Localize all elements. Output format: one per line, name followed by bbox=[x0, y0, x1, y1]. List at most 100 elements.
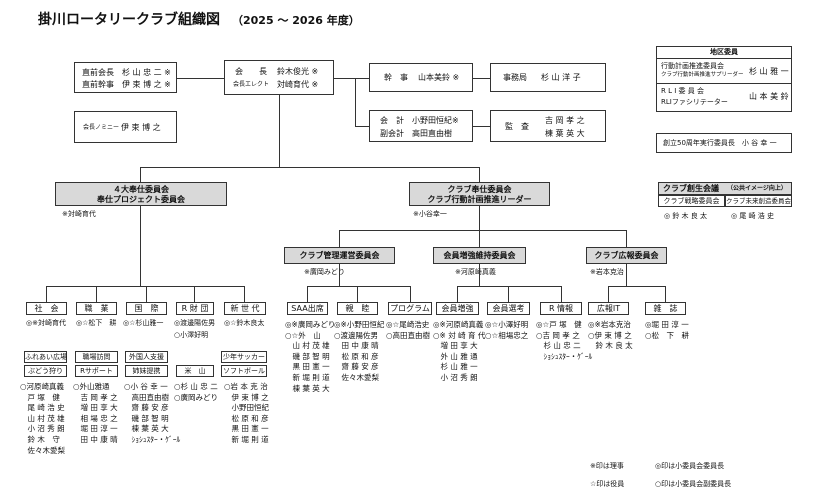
subcommittee-foundation: R 財 団 bbox=[176, 302, 214, 315]
president-elect-label: 会長エレクト bbox=[233, 81, 270, 88]
district-r1-role: 行動計画推進委員会 bbox=[661, 62, 724, 70]
foundation-members: ○杉 山 忠 二 ○廣岡みどり bbox=[174, 382, 219, 402]
anniversary-box: 創立50周年実行委員長 小 谷 幸 一 bbox=[656, 133, 792, 153]
president-name: 鈴木俊光 ※ bbox=[277, 67, 319, 76]
service-project-committee: ４大奉仕委員会 奉仕プロジェクト委員会 bbox=[55, 182, 227, 206]
founding-title: クラブ創生会議 bbox=[663, 184, 719, 193]
president-elect-name: 対崎育代 ※ bbox=[277, 80, 319, 89]
district-r2-name: 山 本 美 鈴 bbox=[749, 92, 789, 101]
r-info-members: ◎☆戸 塚 健 ○吉 岡 孝 之 杉 山 忠 二 ｼｮｼｭｽﾀｰ・ｹﾞｰﾙ bbox=[536, 320, 593, 361]
fellowship-members: ◎※小野田恒紀 ○渡邊陽佐男 田 中 康 晴 松 原 和 彦 齋 藤 安 彦 佐… bbox=[334, 320, 385, 382]
program-members: ◎☆尾崎浩史 ○高田直由樹 bbox=[386, 320, 431, 340]
nominee-box: 会長ノミニー 伊 束 博 之 bbox=[74, 111, 177, 143]
subcommittee-new-generation: 新 世 代 bbox=[224, 302, 266, 315]
strategy-committee: クラブ戦略委員会 bbox=[658, 195, 725, 207]
future-label: クラブ未来創造委員会 bbox=[726, 197, 791, 205]
mid-committee-1-chair: ※河原崎真義 bbox=[455, 268, 496, 276]
nominee-name: 伊 束 博 之 bbox=[121, 123, 161, 132]
club-service-line2: クラブ行動計画推進リーダー bbox=[427, 195, 532, 204]
subcommittee-vocational: 職 業 bbox=[76, 302, 117, 315]
foundation-tag-1: 米 山 bbox=[176, 365, 214, 377]
foundation-lead2: ○小澤好明 bbox=[174, 331, 209, 339]
social-tag-1: ふれあい広場 bbox=[24, 351, 67, 363]
social-lead: ◎※対崎育代 bbox=[26, 319, 66, 327]
membership-growth-members: ◎※河原崎真義 ○※ 対 崎 育 代 増 田 享 大 外 山 雅 通 杉 山 雅… bbox=[433, 320, 486, 382]
subcommittee-membership-growth: 会員増強 bbox=[436, 302, 479, 315]
mid-committee-1: 会員増強維持委員会 bbox=[443, 251, 516, 260]
vocational-members: ○外山雅通 吉 岡 孝 之 増 田 享 大 相 場 忠 之 堀 田 淳 一 田 … bbox=[73, 382, 118, 444]
new-generation-tag-1: 少年サッカー bbox=[221, 351, 267, 363]
district-header: 地区委員 bbox=[710, 48, 738, 56]
legend-vice-chair: ○印は小委員会副委員長 bbox=[655, 480, 732, 488]
subcommittee-r-info: R 情報 bbox=[540, 302, 582, 315]
legend-officer: ☆印は役員 bbox=[590, 480, 625, 488]
international-tag-2: 姉妹提携 bbox=[125, 365, 168, 377]
treasurer-box: 会 計 小野田恒紀※ 副会計 高田直由樹 bbox=[369, 110, 473, 142]
subcommittee-fellowship: 親 睦 bbox=[337, 302, 378, 315]
period-label: （2025 〜 2026 年度） bbox=[232, 14, 360, 27]
subcommittee-international: 国 際 bbox=[126, 302, 167, 315]
future-member: ◎ 尾 崎 浩 史 bbox=[731, 212, 775, 220]
subcommittee-pr-it: 広報IT bbox=[588, 302, 629, 315]
club-service-chair: ※小谷幸一 bbox=[413, 210, 447, 218]
service-committee-line1: ４大奉仕委員会 bbox=[113, 185, 169, 194]
anniversary-chair: 創立50周年実行委員長 小 谷 幸 一 bbox=[663, 139, 777, 147]
subcommittee-program: プログラム bbox=[388, 302, 432, 315]
mid-committee-2-chair: ※岩本克治 bbox=[590, 268, 624, 276]
nominee-label: 会長ノミニー bbox=[83, 124, 120, 131]
magazine-members: ◎堀 田 淳 一 ○松 下 耕 bbox=[645, 320, 690, 340]
page-title: 掛川ロータリークラブ組織図 bbox=[38, 12, 220, 28]
district-r1-name: 杉 山 雅 一 bbox=[749, 67, 789, 76]
treasurer-line2: 副会計 高田直由樹 bbox=[380, 129, 452, 138]
founding-subtitle: （公共イメージ向上） bbox=[727, 185, 787, 192]
pr-committee: クラブ広報委員会 bbox=[586, 247, 667, 264]
audit-label: 監 査 bbox=[505, 122, 529, 131]
new-generation-tag-2: ソフトボール bbox=[221, 365, 267, 377]
subcommittee-saa: SAA出席 bbox=[287, 302, 328, 315]
audit-name-2: 棟 葉 英 大 bbox=[545, 129, 585, 138]
mid-committee-0: クラブ管理運営委員会 bbox=[299, 251, 380, 260]
subcommittee-social: 社 会 bbox=[26, 302, 67, 315]
audit-box: 監 査 吉 岡 孝 之 棟 葉 英 大 bbox=[490, 110, 606, 142]
vocational-tag-2: Rサポート bbox=[75, 365, 118, 377]
selection-members: ◎☆小澤好明 ○☆相場忠之 bbox=[485, 320, 529, 340]
international-members: ○小 谷 幸 一 高田直由樹 齋 藤 安 彦 磯 部 智 明 棟 葉 英 大 ｼ… bbox=[124, 382, 181, 444]
strategy-label: クラブ戦略委員会 bbox=[663, 197, 720, 205]
subcommittee-magazine: 雑 誌 bbox=[645, 302, 686, 315]
founding-council: クラブ創生会議 （公共イメージ向上） bbox=[658, 182, 792, 195]
past-officers-box: 直前会長 杉 山 忠 二 ※ 直前幹事 伊 束 博 之 ※ bbox=[74, 62, 177, 93]
new-generation-lead: ◎☆鈴木良太 bbox=[224, 319, 265, 327]
district-r1-role2: クラブ行動計画推進サプリーダー bbox=[661, 72, 744, 78]
legend-chair: ◎印は小委員会委員長 bbox=[655, 462, 725, 470]
office-box: 事務局 杉 山 洋 子 bbox=[490, 63, 606, 92]
future-committee: クラブ未来創造委員会 bbox=[725, 195, 792, 207]
membership-committee: 会員増強維持委員会 bbox=[433, 247, 526, 264]
vocational-lead: ◎☆松下 耕 bbox=[76, 319, 117, 327]
district-box: 地区委員 行動計画推進委員会 クラブ行動計画推進サプリーダー 杉 山 雅 一 R… bbox=[656, 46, 792, 112]
club-service-line1: クラブ奉仕委員会 bbox=[447, 185, 512, 194]
social-tag-2: ぶどう狩り bbox=[24, 365, 67, 377]
saa-members: ◎※廣岡みどり ○☆外 山 山 村 茂 雄 磯 部 智 明 黒 田 憲 一 新 … bbox=[285, 320, 336, 393]
international-lead: ◎☆杉山雅一 bbox=[123, 319, 164, 327]
treasurer-line1: 会 計 小野田恒紀※ bbox=[380, 116, 459, 125]
foundation-lead: ◎渡邊陽佐男 bbox=[174, 319, 216, 327]
mid-committee-2: クラブ広報委員会 bbox=[594, 251, 659, 260]
office-label: 事務局 bbox=[503, 73, 527, 82]
new-generation-members: ○岩 本 克 治 伊 束 博 之 小野田恒紀 松 原 和 彦 黒 田 憲 一 新… bbox=[224, 382, 269, 444]
service-committee-line2: 奉仕プロジェクト委員会 bbox=[97, 195, 185, 204]
office-name: 杉 山 洋 子 bbox=[541, 73, 581, 82]
service-chair: ※対崎育代 bbox=[62, 210, 96, 218]
secretary-name: 山本美鈴 ※ bbox=[418, 73, 460, 82]
secretary-label: 幹 事 bbox=[384, 73, 408, 82]
mid-committee-0-chair: ※廣岡みどり bbox=[304, 268, 345, 276]
audit-name-1: 吉 岡 孝 之 bbox=[545, 116, 585, 125]
subcommittee-selection: 会員選考 bbox=[487, 302, 530, 315]
legend-director: ※印は理事 bbox=[590, 462, 624, 470]
district-r2-role2: RLIファシリテーター bbox=[661, 98, 728, 106]
past-president: 直前会長 杉 山 忠 二 ※ bbox=[82, 68, 171, 77]
president-label: 会 長 bbox=[235, 67, 267, 76]
social-members: ○河原崎真義 戸 塚 健 尾 崎 浩 史 山 村 茂 雄 小 沼 秀 朗 鈴 木… bbox=[20, 382, 65, 455]
secretary-box: 幹 事 山本美鈴 ※ bbox=[369, 63, 473, 92]
district-r2-role: R L I 委 員 会 bbox=[661, 87, 704, 95]
club-service-committee: クラブ奉仕委員会 クラブ行動計画推進リーダー bbox=[409, 182, 550, 206]
